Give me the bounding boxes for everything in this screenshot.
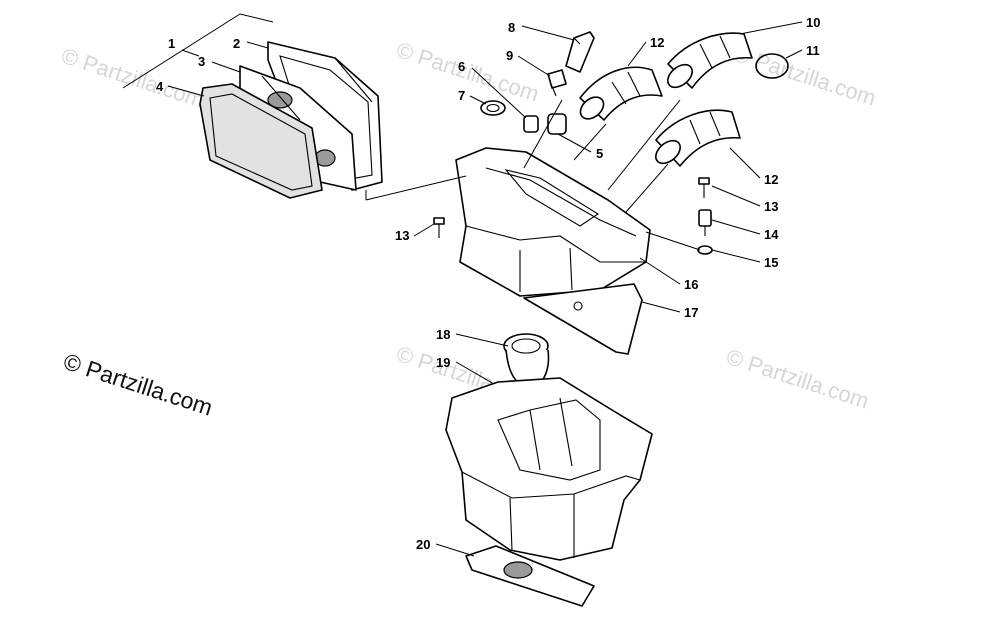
part-8-cap [565,31,595,73]
part-1-bracket [122,13,274,89]
watermark-faint-3: © Partzilla.com [730,41,879,111]
callout-13-right: 13 [764,199,778,214]
watermark-main: © Partzilla.com [60,348,215,421]
part-15-o-ring [697,245,713,255]
watermark-faint-5: © Partzilla.com [723,344,872,414]
callout-7: 7 [458,88,465,103]
callout-10: 10 [806,15,820,30]
callout-2: 2 [233,36,240,51]
callout-12-lower: 12 [764,172,778,187]
callout-6: 6 [458,59,465,74]
callout-18: 18 [436,327,450,342]
part-6-fitting [523,115,539,133]
part-7-grommet [480,100,506,116]
callout-3: 3 [198,54,205,69]
callout-4: 4 [156,79,164,94]
part-11-clamp [755,53,789,79]
part-12-intake-boot-lower [655,109,741,167]
callout-19: 19 [436,355,450,370]
callout-12-top: 12 [650,35,664,50]
part-9-fitting [547,69,567,97]
callout-5: 5 [596,146,603,161]
watermark-faint-1: © Partzilla.com [58,43,207,113]
part-5-fitting [547,113,567,135]
callout-9: 9 [506,48,513,63]
callout-16: 16 [684,277,698,292]
callout-1: 1 [168,36,175,51]
callout-8: 8 [508,20,515,35]
callout-17: 17 [684,305,698,320]
part-13-screw-right [698,177,710,198]
callout-15: 15 [764,255,778,270]
part-14-sensor [698,209,712,236]
leader-lines [167,21,803,557]
part-12-intake-boot-upper [579,66,663,121]
callout-11: 11 [806,43,820,58]
part-4-foam-filter [199,83,323,199]
callout-14: 14 [764,227,779,242]
callout-numbers: 1 2 3 4 5 6 7 8 9 10 11 12 12 13 13 14 1… [156,15,820,552]
part-10-intake-boot [667,32,753,89]
part-19-airbox-housing [445,377,653,561]
part-17-plate [523,283,643,355]
part-20-pad [465,545,595,607]
watermark-faint-2: © Partzilla.com [393,37,542,107]
callout-20: 20 [416,537,430,552]
callout-13-left: 13 [395,228,409,243]
part-13-screw-left [433,217,445,238]
part-16-airbox-cover [455,147,651,297]
